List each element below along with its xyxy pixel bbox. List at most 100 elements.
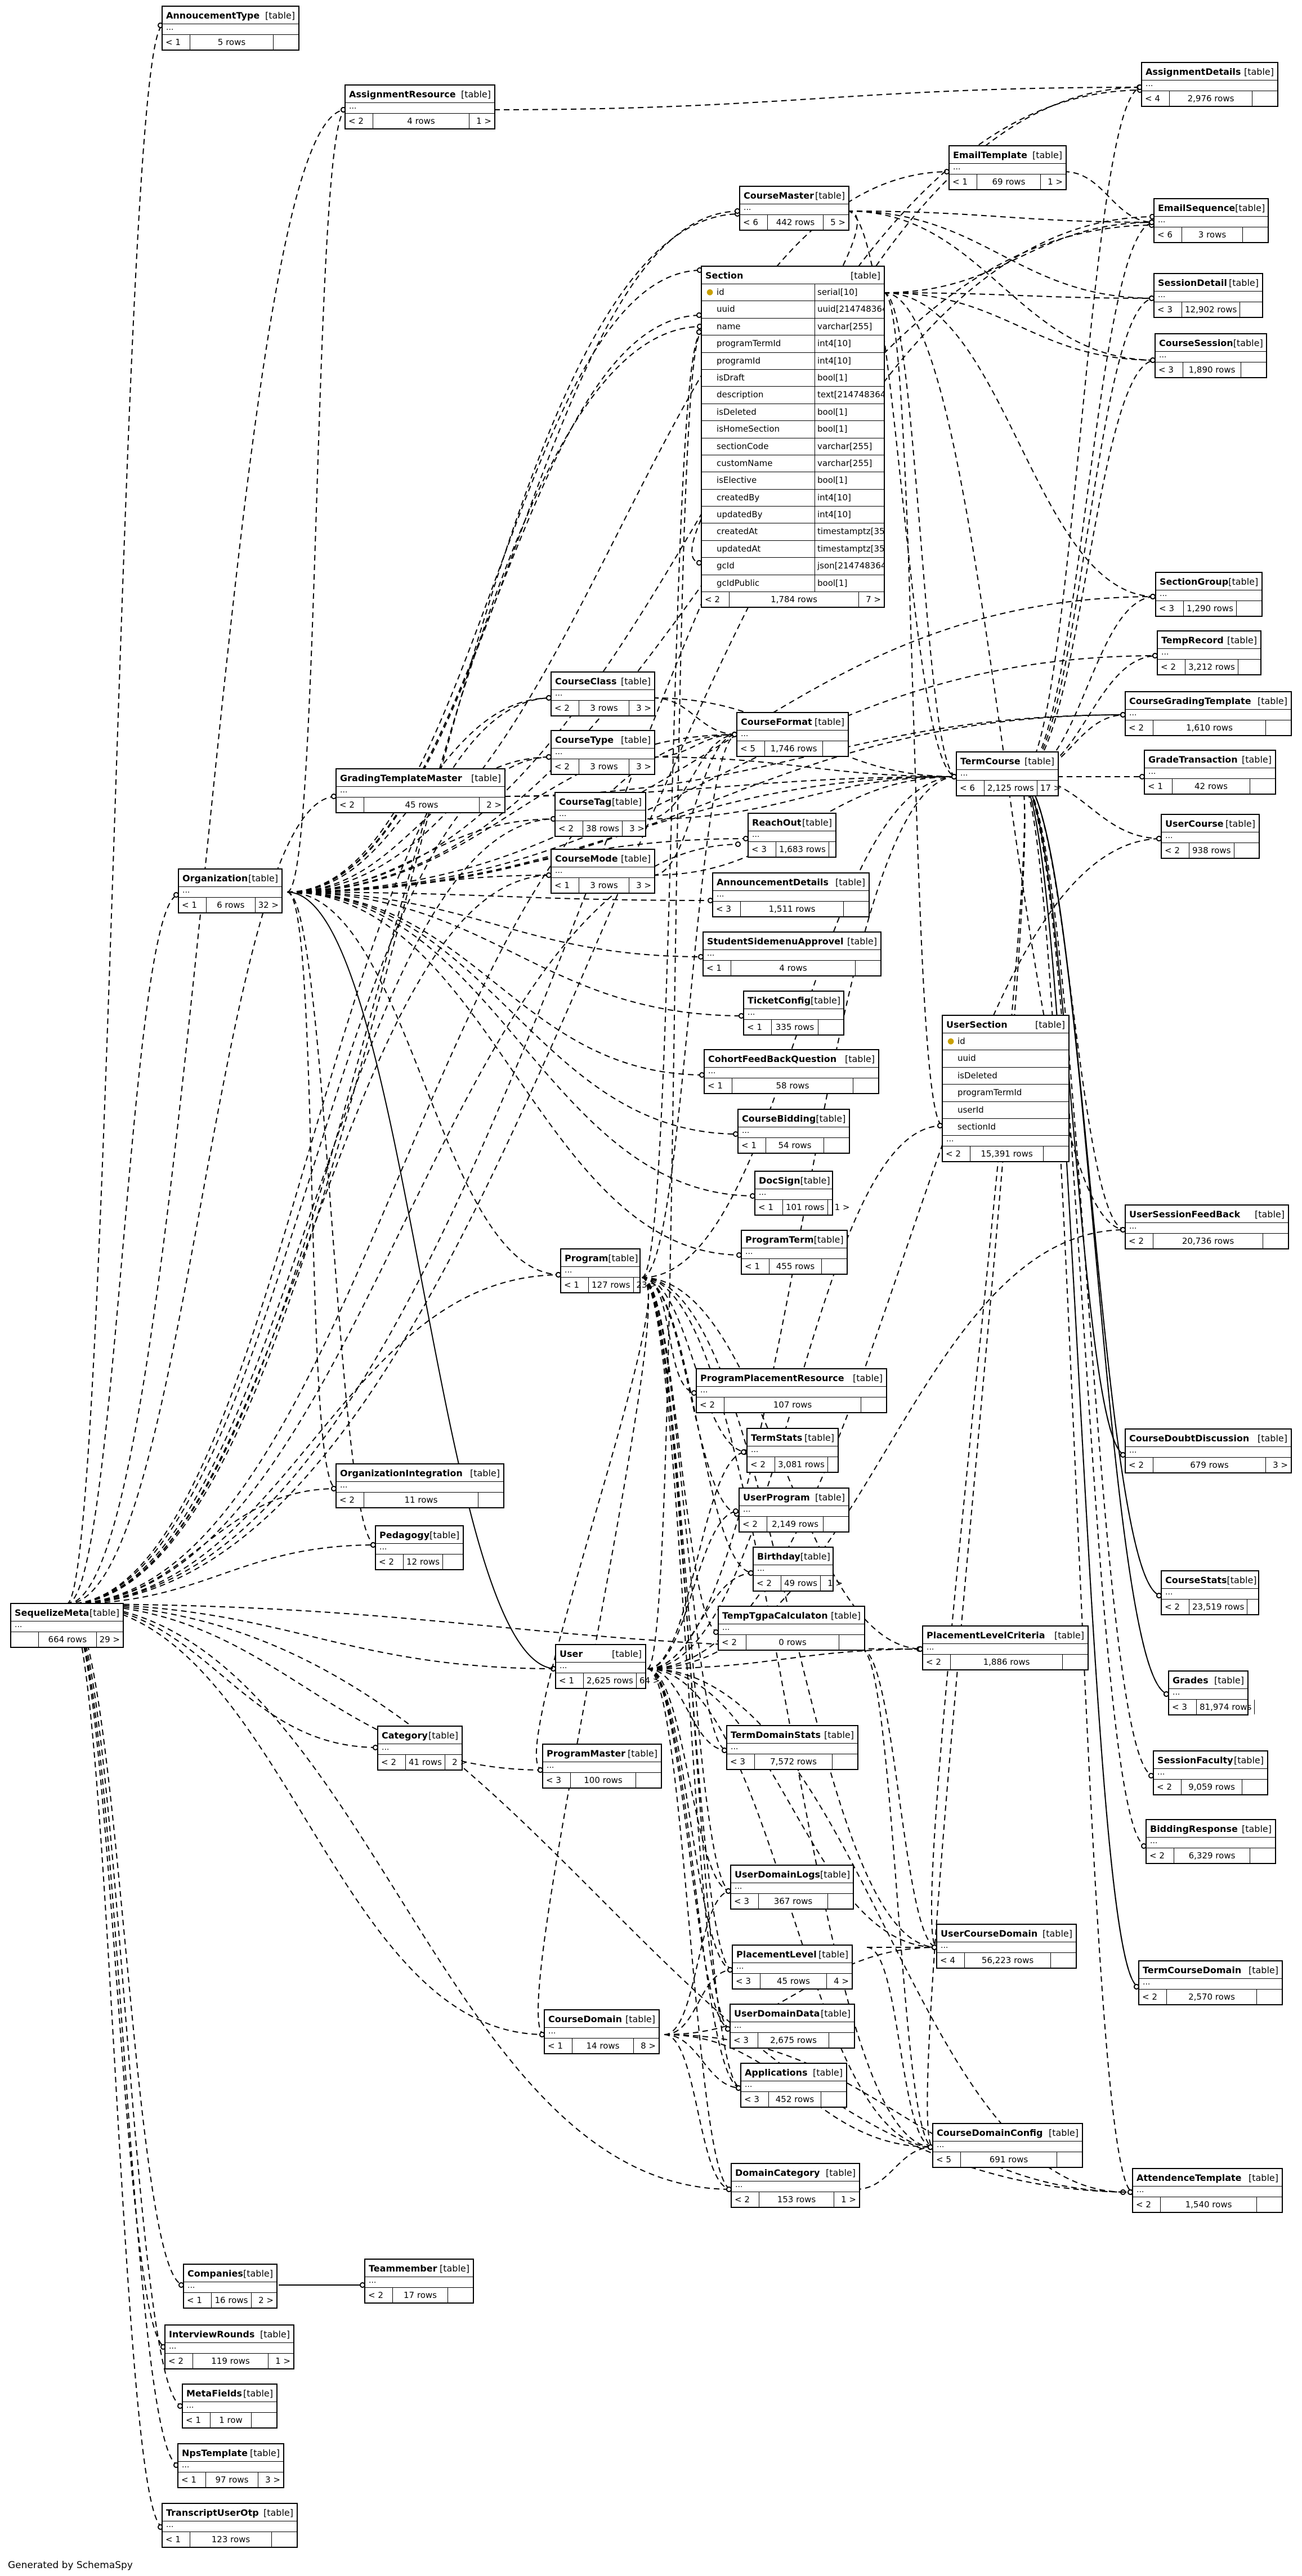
table-header[interactable]: CourseDomain[table] [545,2010,659,2028]
table-header[interactable]: AssignmentResource[table] [346,86,494,103]
table-header[interactable]: CourseSession[table] [1156,334,1266,352]
table-header[interactable]: CohortFeedBackQuestion[table] [705,1050,878,1068]
table-header[interactable]: AttendenceTemplate[table] [1133,2169,1282,2187]
children-link[interactable] [271,2532,297,2547]
parents-link[interactable]: < 1 [163,35,190,50]
table-header[interactable]: AnnouncementDetails[table] [713,873,869,891]
parents-link[interactable]: < 3 [741,2092,769,2107]
children-link[interactable] [1240,302,1265,317]
parents-link[interactable]: < 3 [749,842,776,857]
children-link[interactable] [824,1138,849,1153]
table-header[interactable]: UserSessionFeedBack[table] [1126,1206,1288,1223]
table-header[interactable]: UserCourseDomain[table] [937,1925,1076,1942]
parents-link[interactable]: < 2 [697,1397,724,1412]
table-header[interactable]: DocSign[table] [755,1172,832,1189]
table-header[interactable]: MetaFields[table] [183,2385,276,2402]
table-header[interactable]: NpsTemplate[table] [178,2444,283,2462]
children-link[interactable] [823,1517,848,1531]
children-link[interactable] [855,961,880,975]
table-header[interactable]: UserDomainLogs[table] [731,1866,853,1883]
children-link[interactable]: 3 > [629,759,654,774]
parents-link[interactable]: < 3 [733,1974,760,1988]
table-header[interactable]: CourseDoubtDiscussion[table] [1126,1430,1291,1447]
parents-link[interactable]: < 2 [1158,660,1185,674]
parents-link[interactable] [11,1632,39,1647]
parents-link[interactable]: < 3 [1156,601,1184,616]
parents-link[interactable]: < 2 [365,2288,393,2302]
parents-link[interactable]: < 1 [545,2039,572,2053]
children-link[interactable] [1250,1848,1275,1863]
parents-link[interactable]: < 2 [748,1457,775,1472]
table-header[interactable]: AnnoucementType[table] [163,7,298,24]
parents-link[interactable]: < 2 [1162,1600,1189,1614]
parents-link[interactable]: < 2 [376,1554,404,1569]
parents-link[interactable]: < 1 [561,1278,589,1292]
children-link[interactable]: 3 > [629,878,654,893]
table-header[interactable]: CourseMode[table] [552,850,654,867]
table-header[interactable]: InterviewRounds[table] [165,2326,293,2343]
children-link[interactable] [1242,227,1268,242]
children-link[interactable]: 1 > [820,1576,845,1591]
children-link[interactable]: 2 > [251,2293,276,2308]
table-header[interactable]: SequelizeMeta[table] [11,1604,123,1621]
table-header[interactable]: Companies[table] [184,2265,276,2282]
parents-link[interactable]: < 2 [754,1576,781,1591]
parents-link[interactable]: < 2 [923,1655,951,1669]
parents-link[interactable]: < 3 [1169,1700,1197,1714]
table-header[interactable]: PlacementLevel[table] [733,1946,852,1963]
children-link[interactable]: 17 > [1036,781,1062,795]
children-link[interactable] [822,741,848,756]
children-link[interactable] [1265,720,1291,735]
parents-link[interactable]: < 1 [742,1259,769,1274]
children-link[interactable]: 8 > [633,2039,659,2053]
children-link[interactable] [1242,1780,1267,1794]
parents-link[interactable]: < 1 [1145,779,1173,794]
children-link[interactable] [1263,1234,1288,1248]
children-link[interactable] [821,1259,847,1274]
parents-link[interactable]: < 2 [702,592,730,607]
table-header[interactable]: Grades[table] [1169,1672,1247,1689]
children-link[interactable] [1050,1953,1076,1968]
children-link[interactable] [832,1754,857,1769]
parents-link[interactable]: < 2 [556,821,583,836]
table-header[interactable]: BiddingResponse[table] [1147,1820,1275,1838]
children-link[interactable] [827,1457,853,1472]
